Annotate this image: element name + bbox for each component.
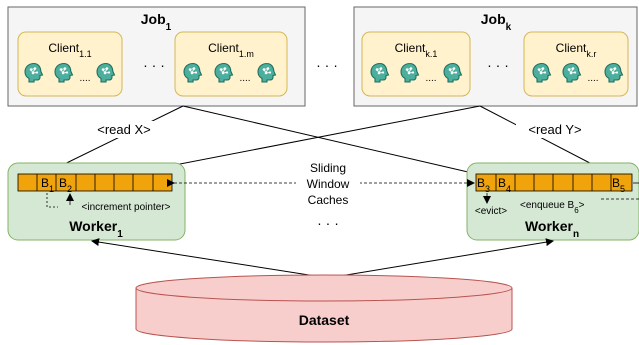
read-arrow-jobk-worker1 (122, 105, 481, 178)
client-1-1: Client1.1 .... (17, 31, 123, 97)
read-y-bg (516, 121, 594, 138)
workers-ellipsis: · · · (317, 215, 339, 231)
client-1-m-label: Client1.m (208, 41, 254, 59)
client-k-1: Clientk.1 .... (361, 31, 471, 97)
block-b2: B2 (59, 176, 72, 194)
read-y-label: <read Y> (528, 122, 581, 137)
client-k-r-label: Clientk.r (556, 41, 597, 59)
inner-ellipsis: .... (239, 73, 250, 84)
block-b1: B1 (41, 176, 54, 194)
dataset-cylinder: Dataset (135, 274, 513, 343)
worker-1-cache (17, 173, 173, 192)
inner-ellipsis: .... (79, 73, 90, 84)
client-1-m: Client1.m .... (174, 31, 288, 97)
job-1-box: Job1 Client1.1 .... · · · Client1.m .... (7, 6, 306, 107)
job-1-ellipsis: · · · (143, 57, 165, 73)
dataset-label: Dataset (299, 312, 350, 328)
worker-1: B1 B2 <increment pointer> Worker1 (7, 162, 186, 241)
client-k-r: Clientk.r .... (523, 31, 629, 97)
inner-ellipsis: .... (587, 73, 598, 84)
dataset-to-worker-1-arrow (91, 238, 329, 279)
job-k-box: Jobk Clientk.1 .... · · · Clientk.r .... (353, 6, 638, 107)
job-1-title: Job1 (141, 11, 172, 33)
client-1-1-label: Client1.1 (48, 41, 91, 59)
worker-1-title: Worker1 (69, 218, 123, 240)
sliding-label: Sliding (310, 161, 346, 175)
caches-label: Caches (308, 193, 349, 207)
jobs-ellipsis: · · · (316, 57, 338, 73)
block-b3: B3 (477, 176, 490, 194)
worker-n: B3 B4 B5 <evict> <enqueue B6> Workern (466, 162, 639, 241)
block-b4: B4 (498, 176, 511, 194)
increment-pointer-label: <increment pointer> (82, 202, 171, 213)
job-k-title: Jobk (481, 11, 512, 33)
inner-ellipsis: .... (425, 73, 436, 84)
increment-pointer-path (46, 193, 58, 208)
read-x-label: <read X> (97, 122, 151, 137)
worker-n-cache (475, 173, 633, 192)
block-b5: B5 (612, 176, 625, 194)
read-arrow-job1-b3 (182, 105, 482, 178)
job-k-ellipsis: · · · (487, 57, 509, 73)
client-k-1-label: Clientk.1 (395, 41, 438, 59)
read-x-bg (84, 121, 164, 138)
sliding-window-label-bg (296, 160, 360, 212)
worker-n-title: Workern (525, 218, 579, 240)
window-label: Window (307, 177, 350, 191)
evict-label: <evict> (475, 206, 507, 217)
dataset-to-worker-n-arrow (327, 238, 554, 279)
enqueue-label: <enqueue B6> (520, 200, 585, 215)
